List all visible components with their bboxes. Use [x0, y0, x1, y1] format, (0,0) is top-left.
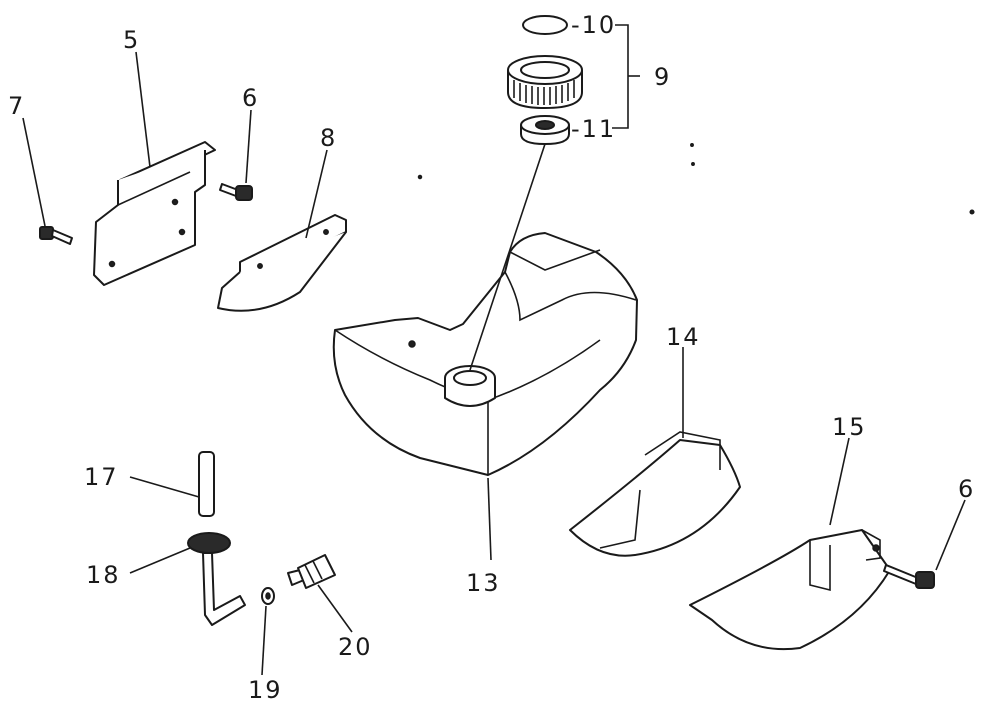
- label-10: -10: [571, 11, 616, 39]
- part-20-filter: [287, 554, 336, 589]
- label-18: 18: [86, 561, 121, 589]
- part-6-bolt-lower: [883, 564, 935, 589]
- part-10-seal: [522, 15, 568, 35]
- group-bracket: [612, 24, 629, 129]
- part-19-washer: [261, 587, 275, 605]
- label-11: -11: [571, 115, 616, 143]
- label-8: 8: [320, 124, 337, 152]
- part-17-hose: [198, 451, 215, 517]
- scan-specks: [417, 143, 975, 215]
- part-15-guard: [689, 529, 891, 651]
- label-9: 9: [654, 63, 671, 91]
- label-6-upper: 6: [242, 84, 259, 112]
- label-5: 5: [123, 26, 140, 54]
- label-17: 17: [84, 463, 119, 491]
- part-9-fuel-cap: [507, 55, 583, 109]
- part-labels: 5 6 7 8 9 -10 -11 13 14 15 6 17 18 19 20: [8, 11, 975, 704]
- label-15: 15: [832, 413, 867, 441]
- label-13: 13: [466, 569, 501, 597]
- label-6-lower: 6: [958, 475, 975, 503]
- part-14-guard: [569, 431, 741, 557]
- part-8-rail: [217, 214, 347, 312]
- label-19: 19: [248, 676, 283, 704]
- part-6-bolt-upper: [219, 183, 253, 201]
- label-14: 14: [666, 323, 701, 351]
- part-5-bracket: [93, 141, 216, 286]
- part-7-bolt: [39, 226, 73, 245]
- label-7: 7: [8, 92, 25, 120]
- leader-lines: [22, 51, 966, 676]
- part-18-pickup: [187, 532, 246, 626]
- label-20: 20: [338, 633, 373, 661]
- part-13-fuel-tank: [332, 232, 638, 476]
- part-11-gasket: [520, 115, 570, 145]
